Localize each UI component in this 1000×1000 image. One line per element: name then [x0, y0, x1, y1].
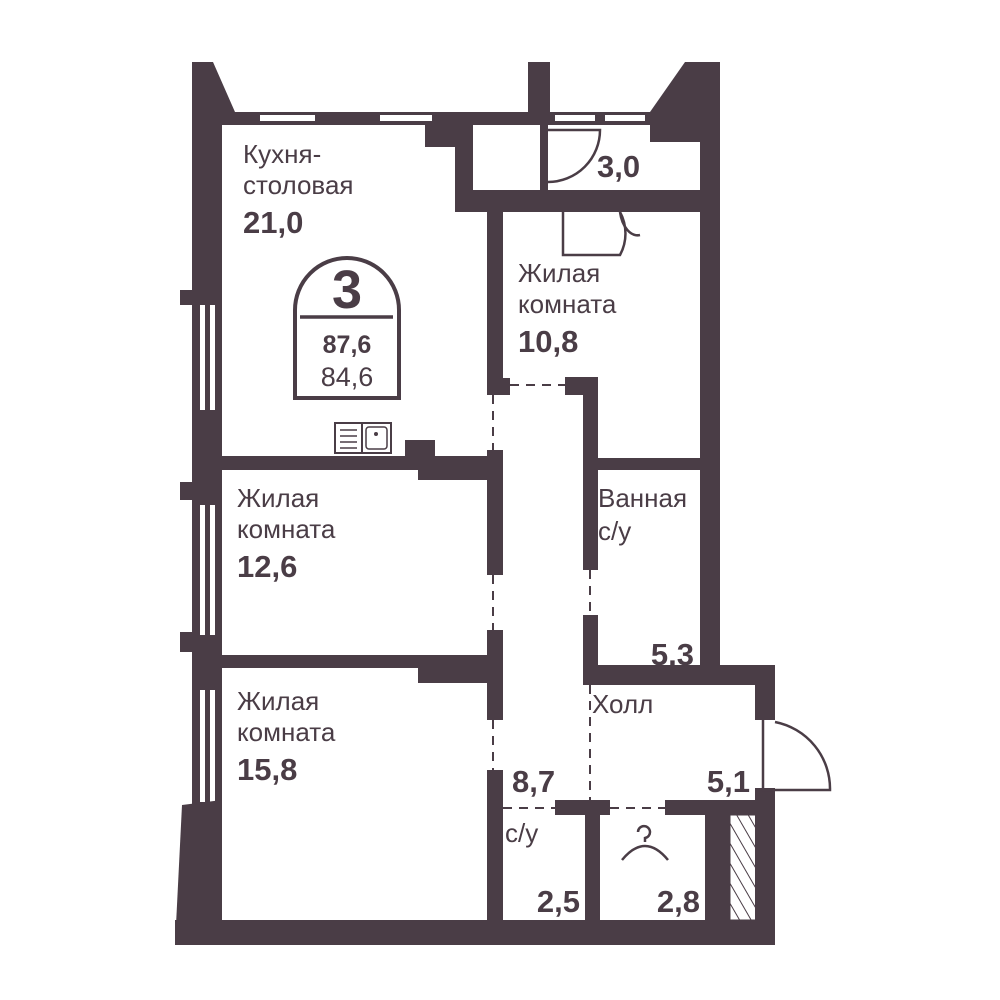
doors	[547, 128, 832, 792]
corridor-area: 8,7	[512, 764, 555, 799]
wall-bump	[180, 482, 194, 500]
wall-block	[425, 125, 455, 147]
bedroom3-area: 15,8	[237, 752, 297, 787]
wall-block	[555, 800, 610, 815]
door-swing-icon[interactable]	[561, 211, 627, 257]
walls	[175, 62, 775, 945]
wall-bath-top	[583, 458, 720, 470]
bedroom2-area: 12,6	[237, 549, 297, 584]
bedroom1-name: комната	[518, 289, 617, 319]
window	[210, 690, 215, 802]
toilet-name: с/у	[505, 818, 538, 848]
bedroom2-name: комната	[237, 514, 336, 544]
wall-bottom	[175, 920, 775, 945]
room-labels: Кухня- столовая 21,0 3,0 Жилая комната 1…	[237, 139, 750, 919]
wall-bath-left	[583, 377, 598, 570]
wall-bedroom1-left	[487, 212, 503, 395]
door-swing-icon[interactable]	[618, 211, 641, 237]
wall-stub-top	[528, 62, 550, 125]
wall-toilet-right	[585, 800, 600, 920]
hall-name: Холл	[592, 689, 653, 719]
wall-hall-top	[583, 665, 775, 685]
wall-corridor-left	[487, 450, 503, 575]
wall-nub	[487, 378, 510, 395]
bathroom-name: с/у	[598, 516, 631, 546]
window	[200, 505, 205, 635]
wall-storage-bottom	[455, 190, 720, 212]
bedroom3-name: Жилая	[237, 686, 319, 716]
toilet-area: 2,5	[537, 884, 580, 919]
bathroom-area: 5,3	[651, 637, 694, 672]
room-count: 3	[332, 260, 362, 320]
window	[380, 115, 432, 121]
total-area: 87,6	[323, 331, 372, 359]
wall-bump	[180, 290, 194, 305]
bedroom1-area: 10,8	[518, 324, 578, 359]
living-area: 84,6	[321, 362, 374, 392]
wall-hall-right	[755, 665, 775, 720]
bedroom1-name: Жилая	[518, 258, 600, 288]
wall-block	[418, 465, 503, 480]
wall-kitchen-right	[455, 112, 473, 212]
window	[555, 115, 595, 121]
window	[605, 115, 645, 121]
wall-wardrobe-right	[705, 800, 730, 920]
window	[210, 505, 215, 635]
wall-bump	[180, 632, 194, 652]
window	[210, 305, 215, 410]
door-swing-icon[interactable]	[761, 720, 832, 792]
bedroom3-name: комната	[237, 717, 336, 747]
apartment-badge: 3 87,6 84,6	[293, 256, 401, 400]
storage-area: 3,0	[597, 149, 640, 184]
bedroom2-name: Жилая	[237, 483, 319, 513]
kitchen-area: 21,0	[243, 205, 303, 240]
wall-storage-divider	[540, 125, 548, 193]
bathroom-name: Ванная	[598, 483, 687, 513]
wall-bedroom2-bottom	[192, 655, 503, 668]
window	[200, 305, 205, 410]
shaft-hatch-icon	[729, 814, 759, 921]
wall-right	[700, 112, 720, 685]
window	[260, 115, 315, 121]
hall-area: 5,1	[707, 764, 750, 799]
kitchen-name: столовая	[243, 170, 354, 200]
kitchen-name: Кухня-	[243, 139, 321, 169]
sink-stove-icon	[334, 422, 392, 454]
wall-left-bottom	[175, 800, 222, 945]
wall-block	[418, 665, 503, 683]
wall-hall-right-lower	[755, 788, 775, 945]
wall-corridor-left	[487, 770, 503, 945]
window	[200, 690, 205, 802]
wardrobe-area: 2,8	[657, 884, 700, 919]
dashed-boundaries	[492, 384, 665, 809]
hanger-icon	[621, 824, 669, 861]
door-swing-icon[interactable]	[547, 128, 602, 184]
